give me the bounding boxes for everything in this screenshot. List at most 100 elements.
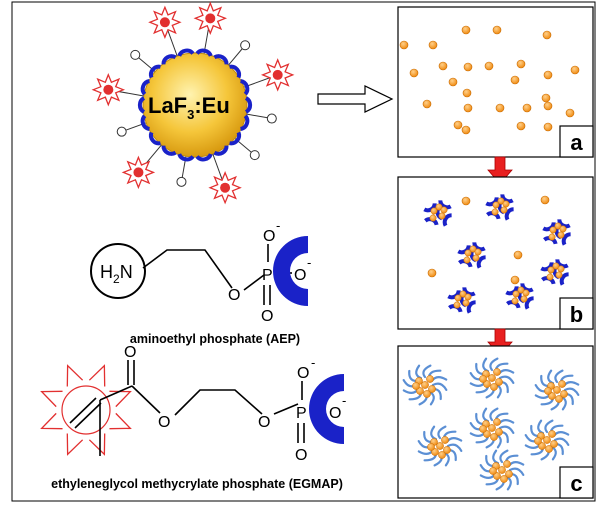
free-nanoparticle — [541, 93, 551, 103]
aep-charge-right: - — [307, 255, 311, 270]
free-nanoparticle — [522, 103, 532, 113]
free-nanoparticle — [422, 99, 432, 109]
free-nanoparticle — [516, 59, 526, 69]
cluster-particle — [560, 390, 568, 398]
polymer-chain — [498, 425, 515, 434]
cluster-particle — [550, 440, 558, 448]
free-nanoparticle — [484, 61, 494, 71]
fluorophore-core — [272, 69, 283, 80]
cluster-particle — [555, 271, 563, 279]
cluster-particle — [545, 445, 553, 453]
ligand-arc — [195, 48, 213, 57]
cluster-particle — [438, 212, 446, 220]
cluster-arc — [472, 242, 486, 252]
nanoparticle-label: LaF3:Eu — [148, 93, 230, 122]
cluster-particle — [546, 273, 554, 281]
cluster-arc — [555, 259, 569, 269]
free-nanoparticle — [462, 88, 472, 98]
cluster-particle — [469, 245, 477, 253]
ligand-arc — [177, 153, 195, 162]
free-nanoparticle — [495, 103, 505, 113]
cluster-particle — [552, 262, 560, 270]
star-ray — [88, 364, 106, 387]
nanoparticle: LaF3:Eu — [91, 1, 295, 205]
polymer-cluster — [479, 449, 525, 491]
figure-frame — [11, 1, 596, 502]
ligand-arc — [137, 96, 146, 114]
free-nanoparticle — [409, 68, 419, 78]
free-nanoparticle — [461, 125, 471, 135]
cluster-particle — [490, 383, 498, 391]
cluster-arc — [524, 296, 534, 310]
aep-charge-top: - — [276, 218, 280, 233]
cluster-particle — [431, 448, 439, 456]
polymer-chain — [544, 419, 554, 434]
cluster-arc — [476, 255, 486, 269]
egmap-bond-co — [99, 385, 133, 401]
methacrylate-circle — [61, 385, 111, 435]
free-nanoparticle — [492, 25, 502, 35]
aep-chain — [142, 249, 233, 289]
cluster-particle — [495, 378, 503, 386]
egmap-p: P — [296, 405, 307, 422]
free-nanoparticle — [570, 65, 580, 75]
cluster-particle — [436, 442, 444, 450]
free-nanoparticle — [427, 268, 437, 278]
ligand-arc — [140, 79, 151, 96]
egmap-charge-right: - — [342, 393, 346, 408]
cluster-particle — [435, 203, 443, 211]
egmap-o-carbonyl: O — [124, 344, 136, 361]
cluster-particle — [427, 443, 435, 451]
polymer-chain — [422, 364, 432, 379]
cluster-particle — [489, 467, 497, 475]
aep-cluster — [542, 219, 571, 246]
cluster-particle — [479, 425, 487, 433]
cluster-particle — [548, 233, 556, 241]
ligand-arc — [239, 79, 250, 96]
polymer-cluster — [469, 407, 515, 449]
egmap-caption: ethyleneglycol methycrylate phosphate (E… — [51, 477, 343, 491]
amine-end-bead — [266, 113, 277, 124]
cluster-particle — [522, 289, 530, 297]
star-ray — [40, 412, 63, 430]
cluster-particle — [549, 226, 557, 234]
polymer-cluster — [417, 425, 463, 467]
cluster-particle — [500, 475, 508, 483]
panel-a-particles — [399, 25, 580, 135]
cluster-particle — [488, 374, 496, 382]
egmap-double-a — [69, 397, 97, 424]
cluster-particle — [492, 201, 500, 209]
cluster-particle — [548, 430, 556, 438]
aep-surface-arc — [273, 236, 308, 306]
ligand-arc — [213, 145, 229, 156]
polymer-chain — [431, 382, 448, 391]
cluster-particle — [517, 286, 525, 294]
cluster-particle — [440, 206, 448, 214]
aep-cluster — [423, 200, 452, 227]
free-nanoparticle — [463, 103, 473, 113]
cluster-particle — [493, 418, 501, 426]
polymer-cluster — [524, 419, 570, 461]
cluster-particle — [459, 290, 467, 298]
fluorophore-core — [205, 13, 216, 24]
free-nanoparticle — [510, 275, 520, 285]
cluster-particle — [497, 197, 505, 205]
cluster-particle — [538, 442, 546, 450]
cluster-particle — [554, 222, 562, 230]
polymer-chain — [489, 407, 499, 422]
fluorophore-core — [133, 167, 144, 178]
egmap-chain — [174, 389, 263, 416]
aep-caption: aminoethyl phosphate (AEP) — [130, 332, 300, 346]
panel-c: c — [397, 345, 594, 499]
panel-a-label-box — [559, 125, 594, 158]
aep-o-ester: O — [228, 287, 240, 304]
aep-structure: H2N O P O - O O - aminoethyl phosphate (… — [90, 218, 311, 346]
cluster-particle — [472, 254, 480, 262]
ligand-arc — [229, 131, 242, 146]
cluster-arc — [557, 219, 571, 229]
aep-cluster — [540, 259, 569, 286]
free-nanoparticle — [543, 70, 553, 80]
cluster-particle — [493, 472, 501, 480]
free-nanoparticle — [540, 195, 550, 205]
ligand-arc — [177, 48, 195, 57]
